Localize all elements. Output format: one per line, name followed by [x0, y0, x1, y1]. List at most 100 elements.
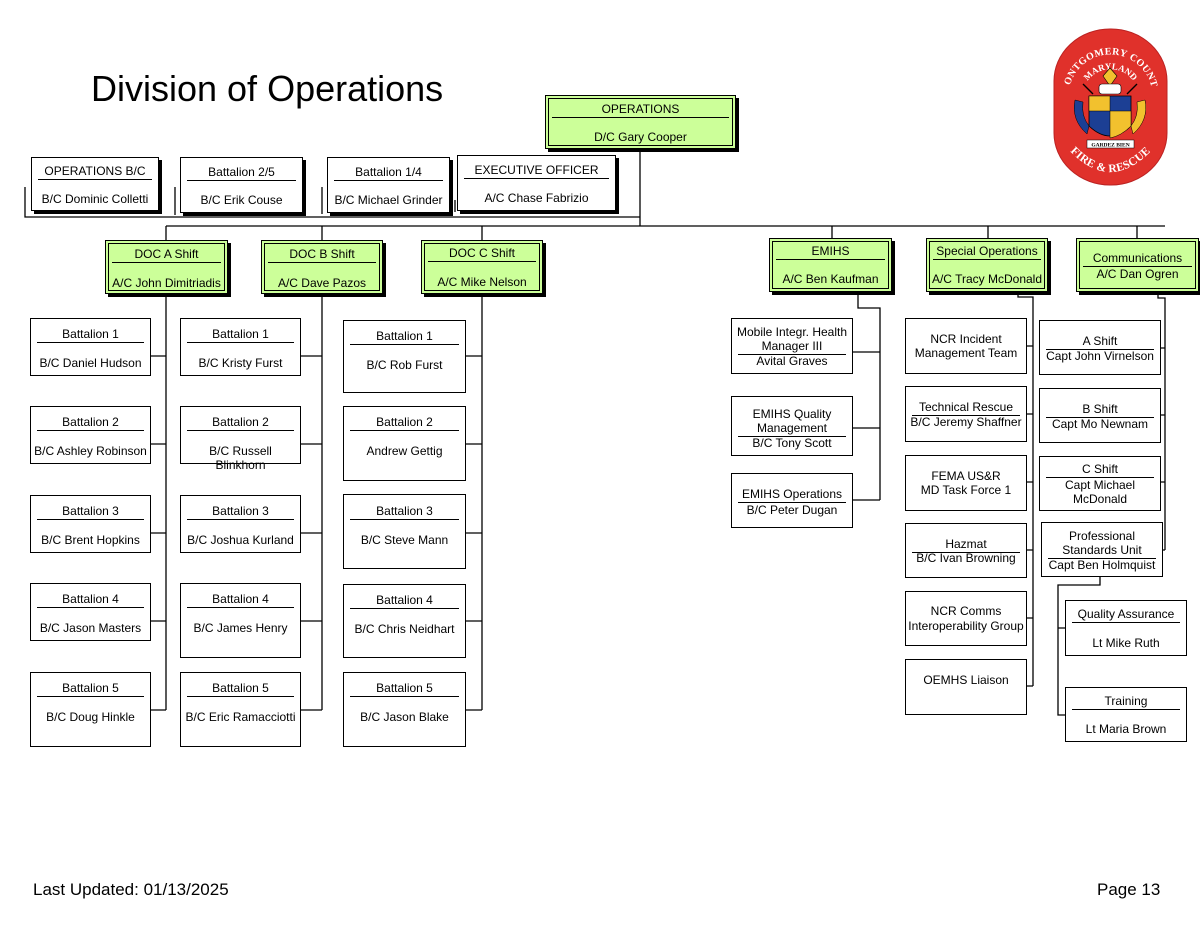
staff-title: EXECUTIVE OFFICER — [464, 163, 609, 179]
doc-c-battalion-4: Battalion 4 B/C Chris Neidhart — [343, 584, 466, 658]
unit-title: Interoperability Group — [908, 619, 1024, 633]
communications-name: A/C Dan Ogren — [1096, 267, 1179, 281]
staff-title: Battalion 2/5 — [187, 165, 296, 181]
communications-b-shift: B Shift Capt Mo Newnam — [1039, 388, 1161, 443]
staff-box-operations-bc: OPERATIONS B/C B/C Dominic Colletti — [31, 157, 159, 211]
communications-professional-standards: Professional Standards Unit Capt Ben Hol… — [1041, 522, 1163, 577]
doc-b-battalion-5: Battalion 5 B/C Eric Ramacciotti — [180, 672, 301, 747]
page-title: Division of Operations — [91, 68, 444, 109]
staff-name: B/C Michael Grinder — [334, 193, 443, 207]
emihs-title: EMIHS — [776, 244, 885, 260]
unit-title: FEMA US&R — [931, 469, 1001, 483]
battalion-title: Battalion 4 — [350, 593, 459, 609]
emihs-name: A/C Ben Kaufman — [782, 272, 879, 286]
unit-name: B/C Tony Scott — [752, 436, 832, 450]
doc-title: DOC A Shift — [112, 247, 221, 263]
doc-a-battalion-1: Battalion 1 B/C Daniel Hudson — [30, 318, 151, 376]
battalion-title: Battalion 3 — [37, 504, 144, 520]
staff-title: OPERATIONS B/C — [38, 164, 152, 180]
unit-title: Professional — [1068, 529, 1136, 543]
unit-title: MD Task Force 1 — [920, 483, 1012, 497]
battalion-name: B/C James Henry — [193, 621, 288, 635]
unit-name: Capt Mo Newnam — [1051, 417, 1149, 431]
battalion-name: B/C Daniel Hudson — [39, 356, 142, 370]
emihs-box: EMIHS A/C Ben Kaufman — [769, 238, 892, 292]
battalion-name: B/C Steve Mann — [360, 533, 449, 547]
battalion-title: Battalion 1 — [350, 329, 459, 345]
special-ops-fema-usr: FEMA US&R MD Task Force 1 — [905, 455, 1027, 511]
communications-title: Communications — [1083, 251, 1192, 267]
unit-title: NCR Incident — [930, 332, 1002, 346]
battalion-name: B/C Russell Blinkhorn — [209, 444, 272, 472]
operations-box: OPERATIONS D/C Gary Cooper — [545, 95, 736, 149]
crest-icon: GARDEZ BIEN — [1074, 67, 1146, 149]
special-ops-title: Special Operations — [933, 244, 1041, 260]
last-updated: Last Updated: 01/13/2025 — [33, 880, 229, 899]
battalion-name: B/C Chris Neidhart — [354, 622, 455, 636]
unit-title: Manager III — [738, 339, 846, 355]
doc-title: DOC C Shift — [428, 246, 536, 262]
battalion-title: Battalion 3 — [350, 504, 459, 520]
battalion-name: B/C Ashley Robinson — [34, 444, 147, 458]
fire-rescue-logo: MONTGOMERY COUNTY MARYLAND GARDEZ BIEN F… — [1053, 28, 1168, 186]
battalion-name: B/C Rob Furst — [366, 358, 443, 372]
battalion-name: B/C Jason Masters — [39, 621, 142, 635]
battalion-name: B/C Jason Blake — [360, 710, 449, 724]
battalion-title: Battalion 1 — [187, 327, 294, 343]
doc-c-battalion-5: Battalion 5 B/C Jason Blake — [343, 672, 466, 747]
unit-title: NCR Comms — [930, 604, 1002, 618]
staff-name: B/C Erik Couse — [200, 193, 283, 207]
staff-title: Battalion 1/4 — [334, 165, 443, 181]
communications-a-shift: A Shift Capt John Virnelson — [1039, 320, 1161, 375]
special-ops-ncr-incident: NCR Incident Management Team — [905, 318, 1027, 374]
battalion-name: B/C Kristy Furst — [198, 356, 283, 370]
special-ops-name: A/C Tracy McDonald — [931, 272, 1043, 286]
psu-training: Training Lt Maria Brown — [1065, 687, 1187, 742]
special-ops-hazmat: Hazmat B/C Ivan Browning — [905, 523, 1027, 578]
unit-name: Avital Graves — [756, 354, 828, 368]
unit-name: Capt John Virnelson — [1046, 349, 1154, 363]
special-operations-box: Special Operations A/C Tracy McDonald — [926, 238, 1048, 292]
communications-box: Communications A/C Dan Ogren — [1076, 238, 1199, 292]
unit-name: Capt Ben Holmquist — [1048, 558, 1156, 572]
special-ops-ncr-comms: NCR Comms Interoperability Group — [905, 591, 1027, 646]
battalion-title: Battalion 5 — [350, 681, 459, 697]
unit-name: McDonald — [1072, 492, 1128, 506]
doc-b-battalion-4: Battalion 4 B/C James Henry — [180, 583, 301, 658]
battalion-title: Battalion 5 — [37, 681, 144, 697]
doc-name: A/C John Dimitriadis — [112, 276, 221, 290]
communications-c-shift: C Shift Capt Michael McDonald — [1039, 456, 1161, 511]
battalion-title: Battalion 3 — [187, 504, 294, 520]
doc-b-shift-box: DOC B Shift A/C Dave Pazos — [261, 240, 383, 294]
doc-title: DOC B Shift — [268, 247, 376, 263]
unit-name: B/C Peter Dugan — [746, 503, 838, 517]
battalion-title: Battalion 5 — [187, 681, 294, 697]
battalion-title: Battalion 4 — [37, 592, 144, 608]
doc-name: A/C Dave Pazos — [277, 276, 367, 290]
unit-title: OEMHS Liaison — [923, 673, 1009, 687]
battalion-name: B/C Joshua Kurland — [187, 533, 294, 547]
battalion-title: Battalion 2 — [187, 415, 294, 431]
emihs-operations: EMIHS Operations B/C Peter Dugan — [731, 473, 853, 528]
doc-a-battalion-5: Battalion 5 B/C Doug Hinkle — [30, 672, 151, 747]
doc-name: A/C Mike Nelson — [437, 275, 527, 289]
operations-name: D/C Gary Cooper — [594, 130, 687, 144]
unit-title: EMIHS Quality — [752, 407, 832, 421]
battalion-title: Battalion 1 — [37, 327, 144, 343]
unit-title: Standards Unit — [1048, 543, 1156, 559]
emihs-quality-management: EMIHS Quality Management B/C Tony Scott — [731, 396, 853, 456]
special-ops-technical-rescue: Technical Rescue B/C Jeremy Shaffner — [905, 386, 1027, 442]
staff-box-battalion-2-5: Battalion 2/5 B/C Erik Couse — [180, 157, 303, 213]
battalion-name: B/C Doug Hinkle — [46, 710, 135, 724]
unit-name: Lt Mike Ruth — [1092, 636, 1160, 650]
doc-a-shift-box: DOC A Shift A/C John Dimitriadis — [105, 240, 228, 294]
unit-title: C Shift — [1046, 462, 1154, 478]
unit-title: Management Team — [914, 346, 1018, 360]
page-number: Page 13 — [1097, 880, 1161, 899]
unit-name: B/C Ivan Browning — [916, 551, 1016, 565]
doc-b-battalion-1: Battalion 1 B/C Kristy Furst — [180, 318, 301, 376]
staff-box-executive-officer: EXECUTIVE OFFICER A/C Chase Fabrizio — [457, 155, 616, 211]
unit-title: B Shift — [1046, 402, 1154, 418]
doc-c-shift-box: DOC C Shift A/C Mike Nelson — [421, 240, 543, 294]
